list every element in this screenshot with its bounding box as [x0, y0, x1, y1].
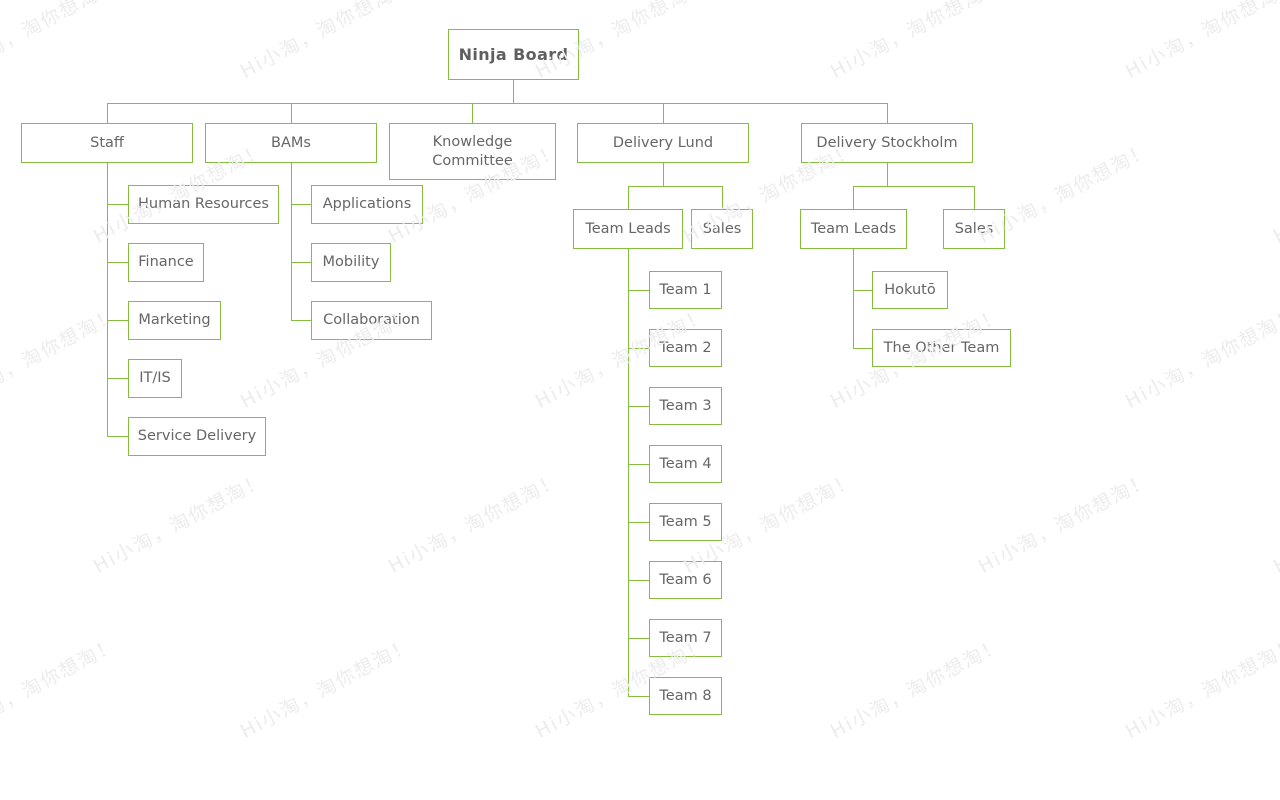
watermark-text: Hi小淘，淘你想淘！ [0, 633, 122, 743]
node-lund-sales[interactable]: Sales [691, 209, 753, 249]
node-applications[interactable]: Applications [311, 185, 423, 224]
edge-lund-team-stub-7 [628, 638, 649, 639]
edge-lund-stub [663, 163, 664, 186]
node-service-delivery[interactable]: Service Delivery [128, 417, 266, 456]
watermark-text: Hi小淘，淘你想淘！ [384, 468, 564, 578]
node-lund-team-5[interactable]: Team 5 [649, 503, 722, 541]
watermark-text: Hi小淘，淘你想淘！ [89, 468, 269, 578]
node-delivery-stockholm[interactable]: Delivery Stockholm [801, 123, 973, 163]
edge-lund-team-stub-3 [628, 406, 649, 407]
node-mobility[interactable]: Mobility [311, 243, 391, 282]
edge-lund-drop-team-leads [628, 186, 629, 209]
edge-bams-stub-1 [291, 204, 311, 205]
watermark-text: Hi小淘，淘你想淘！ [826, 633, 1007, 743]
edge-staff-stub-4 [107, 378, 128, 379]
watermark-text: Hi小淘，淘你想淘！ [1269, 138, 1280, 248]
node-collaboration[interactable]: Collaboration [311, 301, 432, 340]
edge-lund-drop-sales [722, 186, 723, 209]
node-stockholm-sales[interactable]: Sales [943, 209, 1005, 249]
edge-sthlm-teamleads-spine [853, 249, 854, 348]
edge-bams-stub-3 [291, 320, 311, 321]
edge-drop-delivery-lund [663, 103, 664, 123]
node-finance[interactable]: Finance [128, 243, 204, 282]
node-knowledge-committee[interactable]: Knowledge Committee [389, 123, 556, 180]
watermark-text: Hi小淘，淘你想淘！ [1121, 0, 1280, 83]
node-lund-team-leads[interactable]: Team Leads [573, 209, 683, 249]
edge-sthlm-stub [887, 163, 888, 186]
node-the-other-team[interactable]: The Other Team [872, 329, 1011, 367]
edge-lund-team-stub-5 [628, 522, 649, 523]
node-lund-team-1[interactable]: Team 1 [649, 271, 722, 309]
watermark-text: Hi小淘，淘你想淘！ [236, 633, 417, 743]
node-lund-team-6[interactable]: Team 6 [649, 561, 722, 599]
watermark-text: Hi小淘，淘你想淘！ [1269, 468, 1280, 578]
edge-staff-stub-2 [107, 262, 128, 263]
edge-lund-teamleads-spine [628, 249, 629, 696]
edge-drop-delivery-stockholm [887, 103, 888, 123]
node-lund-team-4[interactable]: Team 4 [649, 445, 722, 483]
node-ninja-board[interactable]: Ninja Board [448, 29, 579, 80]
edge-staff-stub-3 [107, 320, 128, 321]
watermark-text: Hi小淘，淘你想淘！ [826, 0, 1007, 83]
node-bams[interactable]: BAMs [205, 123, 377, 163]
edge-lund-team-stub-4 [628, 464, 649, 465]
watermark-text: Hi小淘，淘你想淘！ [1121, 633, 1280, 743]
node-delivery-lund[interactable]: Delivery Lund [577, 123, 749, 163]
watermark-text: Hi小淘，淘你想淘！ [974, 468, 1154, 578]
watermark-text: Hi小淘，淘你想淘！ [973, 795, 1155, 800]
edge-lund-team-stub-1 [628, 290, 649, 291]
watermark-text: Hi小淘，淘你想淘！ [1268, 795, 1280, 800]
edge-staff-stub-5 [107, 436, 128, 437]
edge-drop-bams [291, 103, 292, 123]
edge-staff-stub-1 [107, 204, 128, 205]
watermark-text: Hi小淘，淘你想淘！ [0, 0, 122, 83]
edge-staff-spine [107, 163, 108, 437]
node-staff[interactable]: Staff [21, 123, 193, 163]
edge-lund-team-stub-8 [628, 696, 649, 697]
edge-level1-bus [107, 103, 888, 104]
node-it-is[interactable]: IT/IS [128, 359, 182, 398]
edge-sthlm-drop-team-leads [853, 186, 854, 209]
edge-lund-bus [628, 186, 723, 187]
watermark-text: Hi小淘，淘你想淘！ [0, 303, 122, 413]
watermark-text: Hi小淘，淘你想淘！ [1121, 303, 1280, 413]
watermark-text: Hi小淘，淘你想淘！ [236, 0, 417, 83]
edge-drop-knowledge-committee [472, 103, 473, 123]
edge-drop-staff [107, 103, 108, 123]
node-lund-team-2[interactable]: Team 2 [649, 329, 722, 367]
edge-sthlm-bus [853, 186, 974, 187]
node-marketing[interactable]: Marketing [128, 301, 221, 340]
node-lund-team-8[interactable]: Team 8 [649, 677, 722, 715]
edge-sthlm-team-stub-2 [853, 348, 873, 349]
node-hokuto[interactable]: Hokutō [872, 271, 948, 309]
edge-lund-team-stub-6 [628, 580, 649, 581]
edge-sthlm-drop-sales [974, 186, 975, 209]
node-lund-team-3[interactable]: Team 3 [649, 387, 722, 425]
edge-sthlm-team-stub-1 [853, 290, 873, 291]
edge-lund-team-stub-2 [628, 348, 649, 349]
edge-bams-stub-2 [291, 262, 311, 263]
node-human-resources[interactable]: Human Resources [128, 185, 279, 224]
watermark-text: Hi小淘，淘你想淘！ [88, 795, 270, 800]
edge-root-stub [513, 80, 514, 103]
node-stockholm-team-leads[interactable]: Team Leads [800, 209, 907, 249]
watermark-text: Hi小淘，淘你想淘！ [678, 795, 860, 800]
watermark-text: Hi小淘，淘你想淘！ [383, 795, 565, 800]
node-lund-team-7[interactable]: Team 7 [649, 619, 722, 657]
edge-bams-spine [291, 163, 292, 321]
